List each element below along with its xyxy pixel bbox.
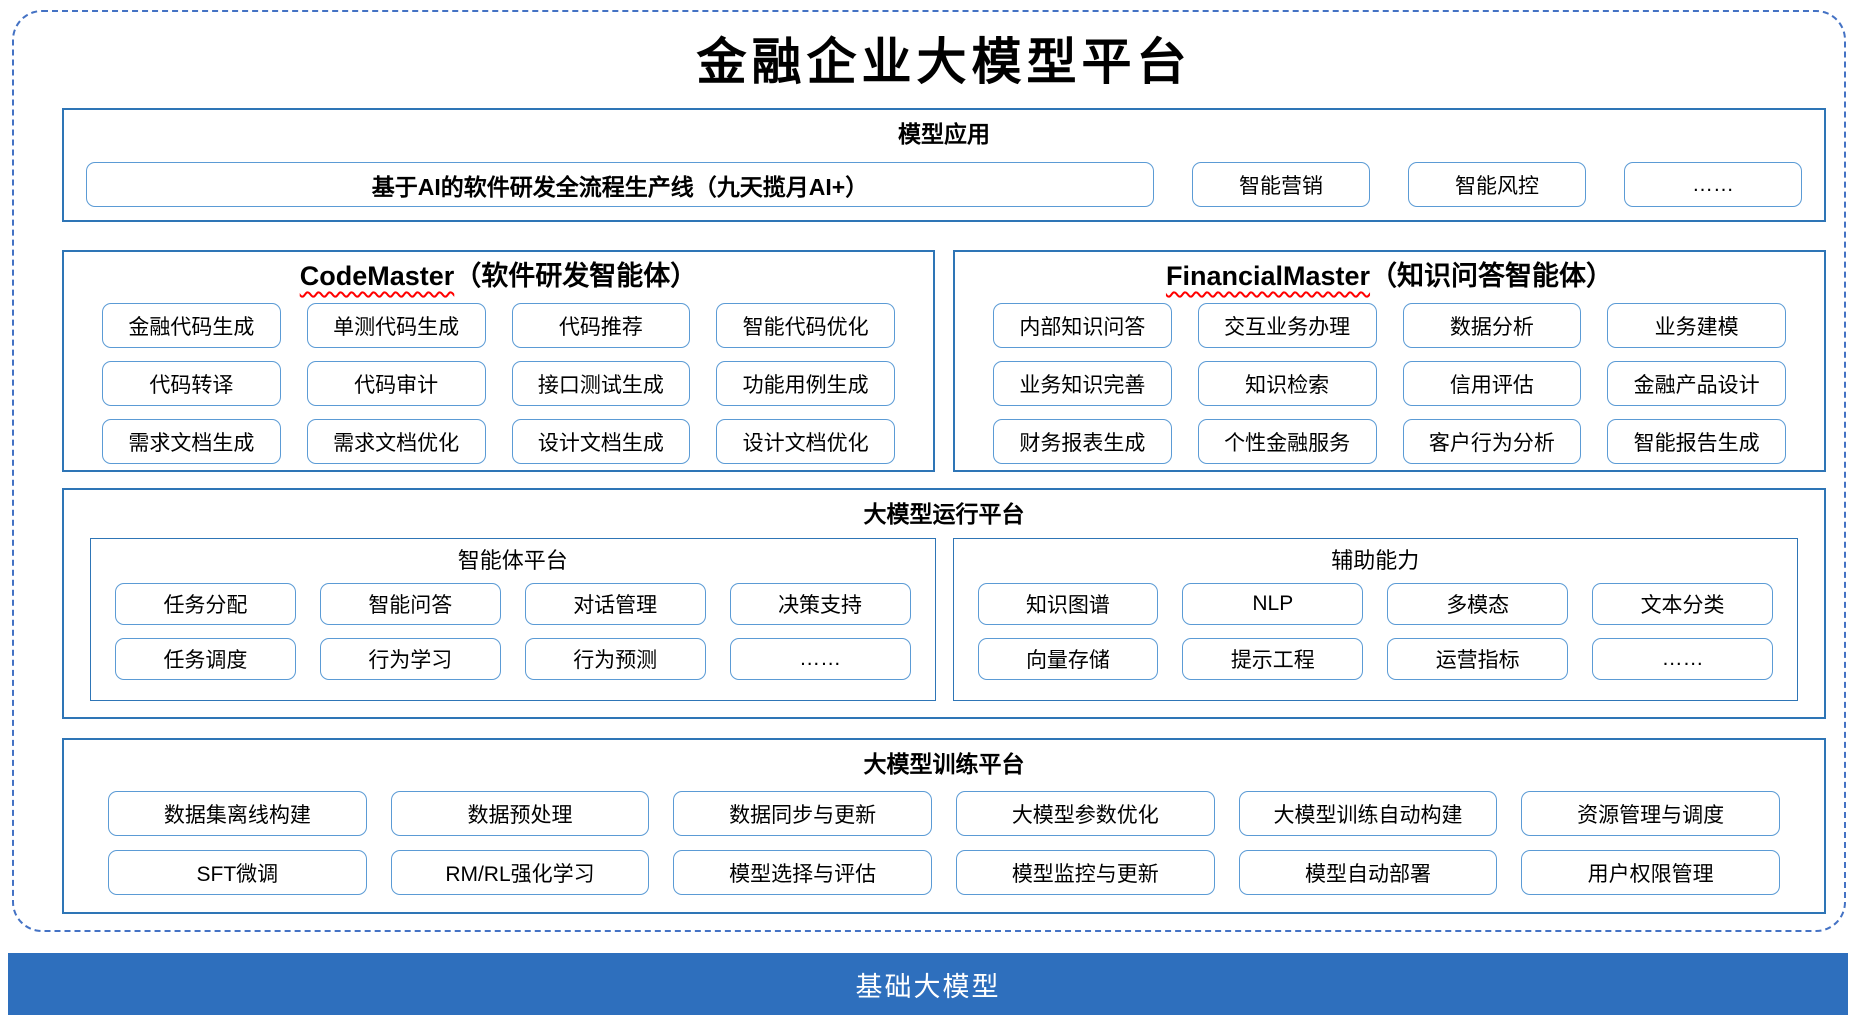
model-application-header: 模型应用 (898, 121, 990, 147)
foundation-model-bar: 基础大模型 (8, 953, 1848, 1015)
runtime-columns: 智能体平台 任务分配 智能问答 对话管理 决策支持 任务调度 行为学习 行为预测… (64, 529, 1824, 701)
capability-box: 对话管理 (524, 583, 706, 625)
page-title: 金融企业大模型平台 (696, 32, 1192, 91)
capability-box: 个性金融服务 (1197, 419, 1377, 464)
capability-box: 运营指标 (1387, 638, 1569, 680)
capability-box: 大模型参数优化 (955, 791, 1215, 836)
capability-box: 金融产品设计 (1607, 361, 1786, 406)
capability-box: 资源管理与调度 (1521, 791, 1780, 836)
capability-box: 模型选择与评估 (673, 850, 932, 895)
capability-box: 需求文档优化 (306, 419, 486, 464)
capability-box: 模型自动部署 (1238, 850, 1498, 895)
capability-box: 交互业务办理 (1197, 303, 1377, 348)
app-box: 智能风控 (1408, 162, 1586, 207)
agent-platform-header: 智能体平台 (457, 548, 568, 573)
capability-box: 设计文档优化 (716, 419, 895, 464)
capability-box: 业务知识完善 (993, 361, 1172, 406)
capability-box: 智能问答 (319, 583, 501, 625)
capability-box: 单测代码生成 (306, 303, 486, 348)
capability-box: 大模型训练自动构建 (1238, 791, 1498, 836)
financialmaster-title-zh: （知识问答智能体） (1370, 261, 1614, 291)
auxiliary-capabilities-grid: 知识图谱 NLP 多模态 文本分类 向量存储 提示工程 运营指标 …… (954, 575, 1798, 680)
codemaster-grid: 金融代码生成 单测代码生成 代码推荐 智能代码优化 代码转译 代码审计 接口测试… (64, 294, 933, 464)
platform-frame: 金融企业大模型平台 模型应用 基于AI的软件研发全流程生产线（九天揽月AI+） … (12, 10, 1846, 932)
app-box: 智能营销 (1192, 162, 1370, 207)
capability-box: 提示工程 (1182, 638, 1364, 680)
section-codemaster: CodeMaster（软件研发智能体） 金融代码生成 单测代码生成 代码推荐 智… (62, 250, 935, 472)
capability-box: 客户行为分析 (1402, 419, 1582, 464)
financialmaster-header: FinancialMaster（知识问答智能体） (955, 252, 1824, 294)
capability-box: 财务报表生成 (993, 419, 1172, 464)
capability-box: 内部知识问答 (993, 303, 1172, 348)
section-training-platform: 大模型训练平台 数据集离线构建 数据预处理 数据同步与更新 大模型参数优化 大模… (62, 738, 1826, 914)
capability-box: 向量存储 (977, 638, 1159, 680)
capability-box: 代码转译 (102, 361, 281, 406)
capability-box: 知识图谱 (977, 583, 1159, 625)
section-model-application: 模型应用 基于AI的软件研发全流程生产线（九天揽月AI+） 智能营销 智能风控 … (62, 108, 1826, 222)
capability-box: 金融代码生成 (102, 303, 281, 348)
capability-box: 任务分配 (115, 583, 296, 625)
capability-box: 模型监控与更新 (955, 850, 1215, 895)
training-platform-grid: 数据集离线构建 数据预处理 数据同步与更新 大模型参数优化 大模型训练自动构建 … (64, 779, 1824, 895)
capability-box: 信用评估 (1402, 361, 1582, 406)
app-pipeline-box: 基于AI的软件研发全流程生产线（九天揽月AI+） (86, 162, 1154, 207)
capability-box: 数据集离线构建 (108, 791, 367, 836)
capability-box: 需求文档生成 (102, 419, 281, 464)
capability-box: 数据分析 (1402, 303, 1582, 348)
codemaster-title-en: CodeMaster (299, 261, 455, 291)
capability-box: SFT微调 (108, 850, 367, 895)
auxiliary-capabilities-box: 辅助能力 知识图谱 NLP 多模态 文本分类 向量存储 提示工程 运营指标 …… (952, 538, 1798, 701)
codemaster-title-zh: （软件研发智能体） (454, 261, 698, 291)
capability-box: 数据预处理 (390, 791, 650, 836)
capability-box: 智能报告生成 (1607, 419, 1786, 464)
capability-box: 智能代码优化 (716, 303, 895, 348)
capability-box: 设计文档生成 (511, 419, 691, 464)
capability-box: 多模态 (1387, 583, 1569, 625)
capability-box: 行为学习 (319, 638, 501, 680)
capability-box-ellipsis: …… (729, 638, 911, 680)
training-platform-header: 大模型训练平台 (863, 751, 1025, 777)
agent-platform-box: 智能体平台 任务分配 智能问答 对话管理 决策支持 任务调度 行为学习 行为预测… (90, 538, 936, 701)
capability-box: RM/RL强化学习 (390, 850, 650, 895)
codemaster-header: CodeMaster（软件研发智能体） (64, 252, 933, 294)
agents-row: CodeMaster（软件研发智能体） 金融代码生成 单测代码生成 代码推荐 智… (62, 250, 1826, 472)
capability-box: NLP (1182, 583, 1364, 625)
capability-box: 数据同步与更新 (673, 791, 932, 836)
model-application-row: 基于AI的软件研发全流程生产线（九天揽月AI+） 智能营销 智能风控 …… (64, 149, 1824, 207)
auxiliary-capabilities-header: 辅助能力 (1331, 548, 1420, 573)
capability-box: 决策支持 (729, 583, 911, 625)
capability-box: 代码审计 (306, 361, 486, 406)
capability-box: 行为预测 (524, 638, 706, 680)
financialmaster-grid: 内部知识问答 交互业务办理 数据分析 业务建模 业务知识完善 知识检索 信用评估… (955, 294, 1824, 464)
section-runtime-platform: 大模型运行平台 智能体平台 任务分配 智能问答 对话管理 决策支持 任务调度 行… (62, 488, 1826, 719)
capability-box: 接口测试生成 (511, 361, 691, 406)
runtime-platform-header: 大模型运行平台 (863, 501, 1025, 527)
capability-box: 文本分类 (1592, 583, 1773, 625)
app-box-ellipsis: …… (1624, 162, 1802, 207)
financialmaster-title-en: FinancialMaster (1165, 261, 1371, 291)
capability-box: 用户权限管理 (1521, 850, 1780, 895)
capability-box: 业务建模 (1607, 303, 1786, 348)
section-financialmaster: FinancialMaster（知识问答智能体） 内部知识问答 交互业务办理 数… (953, 250, 1826, 472)
capability-box: 知识检索 (1197, 361, 1377, 406)
agent-platform-grid: 任务分配 智能问答 对话管理 决策支持 任务调度 行为学习 行为预测 …… (91, 575, 935, 680)
capability-box-ellipsis: …… (1592, 638, 1773, 680)
capability-box: 代码推荐 (511, 303, 691, 348)
capability-box: 功能用例生成 (716, 361, 895, 406)
capability-box: 任务调度 (115, 638, 296, 680)
